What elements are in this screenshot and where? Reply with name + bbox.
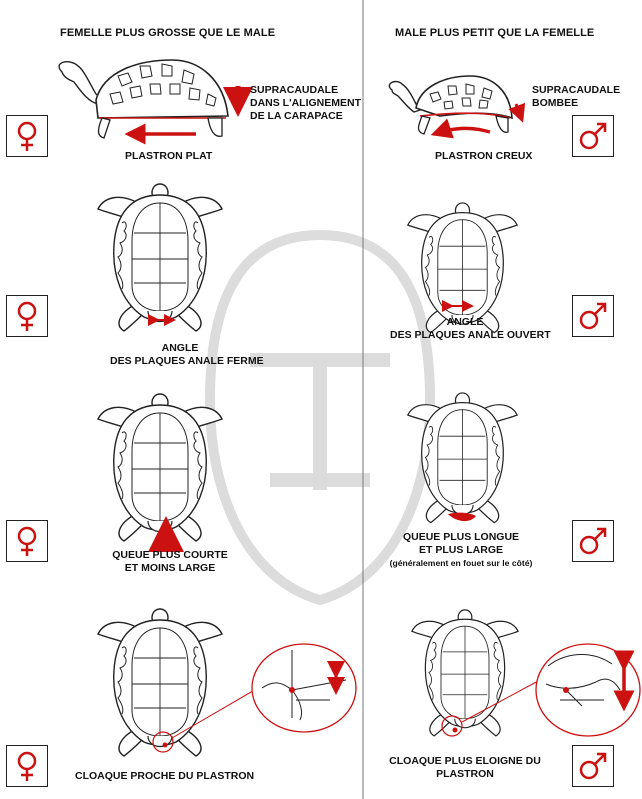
female-symbol-icon xyxy=(6,295,48,337)
female-plastron-label: PLASTRON PLAT xyxy=(125,150,213,162)
female-tail-label: QUEUE PLUS COURTE ET MOINS LARGE xyxy=(110,549,230,575)
female-cloaca-detail xyxy=(171,643,357,739)
male-tail-label: QUEUE PLUS LONGUE ET PLUS LARGE (général… xyxy=(376,531,546,570)
male-supracaudale-label: SUPRACAUDALE BOMBEE xyxy=(532,84,620,110)
female-header: FEMELLE PLUS GROSSE QUE LE MALE xyxy=(60,27,276,39)
label-line: DE LA CARAPACE xyxy=(250,110,343,122)
label-line: ET PLUS LARGE xyxy=(418,544,503,556)
male-cloaca-label: CLOAQUE PLUS ELOIGNE DU PLASTRON xyxy=(380,755,550,781)
female-angle-label: ANGLE DES PLAQUES ANALE FERME xyxy=(110,342,264,368)
label-line: ANGLE xyxy=(161,342,199,354)
label-line: PLASTRON xyxy=(436,768,494,780)
male-side-view xyxy=(388,75,526,139)
tortoise-watermark xyxy=(204,229,436,606)
male-plastron-tail xyxy=(407,392,518,524)
label-line: ANGLE xyxy=(446,316,484,328)
label-line: (généralement en fouet sur le côté) xyxy=(389,558,533,568)
male-header: MALE PLUS PETIT QUE LA FEMELLE xyxy=(395,27,595,39)
label-line: ET MOINS LARGE xyxy=(124,562,216,574)
label-line: DANS L'ALIGNEMENT xyxy=(250,97,361,109)
label-line: CLOAQUE PLUS ELOIGNE DU xyxy=(389,755,541,767)
female-symbol-icon xyxy=(6,115,48,157)
male-angle-label: ANGLE DES PLAQUES ANALE OUVERT xyxy=(390,316,551,342)
male-cloaca-detail xyxy=(461,643,641,737)
male-plastron-label: PLASTRON CREUX xyxy=(435,150,533,162)
label-line: DES PLAQUES ANALE OUVERT xyxy=(390,329,551,341)
female-supracaudale-label: SUPRACAUDALE DANS L'ALIGNEMENT DE LA CAR… xyxy=(250,84,361,123)
male-symbol-icon xyxy=(572,745,614,787)
label-line: BOMBEE xyxy=(532,97,579,109)
label-line: SUPRACAUDALE xyxy=(532,84,621,96)
female-plastron-cloaca xyxy=(97,608,223,757)
female-cloaca-label: CLOAQUE PROCHE DU PLASTRON xyxy=(75,770,255,782)
label-line: SUPRACAUDALE xyxy=(250,84,339,96)
label-line: QUEUE PLUS LONGUE xyxy=(402,531,520,543)
female-side-view xyxy=(58,59,253,145)
male-symbol-icon xyxy=(572,520,614,562)
female-plastron-angle xyxy=(97,183,223,332)
label-line: DES PLAQUES ANALE FERME xyxy=(110,355,264,367)
male-symbol-icon xyxy=(572,115,614,157)
female-plastron-tail xyxy=(97,393,223,542)
female-symbol-icon xyxy=(6,745,48,787)
male-plastron-cloaca xyxy=(411,609,519,737)
female-symbol-icon xyxy=(6,520,48,562)
label-line: QUEUE PLUS COURTE xyxy=(112,549,228,561)
male-symbol-icon xyxy=(572,295,614,337)
